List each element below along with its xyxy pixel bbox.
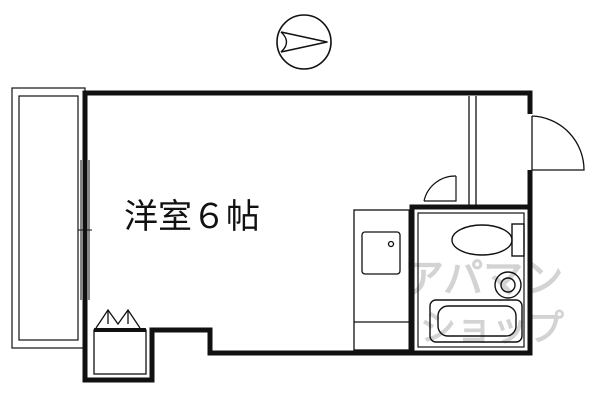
entry-closet: [468, 96, 477, 207]
entrance-door: [527, 114, 585, 171]
north-arrow-compass-icon: [276, 14, 332, 70]
sink-icon: [361, 231, 401, 275]
watermark-logo: アパマン ショップ: [404, 256, 564, 349]
kitchen-counter: [353, 209, 412, 353]
bathtub-icon: [429, 299, 523, 343]
watermark-line1: アパマン: [404, 256, 563, 302]
exterior-wall: [82, 90, 533, 383]
toilet-icon: [451, 223, 525, 257]
washbasin-icon: [494, 271, 522, 299]
storage-closet: [93, 308, 147, 375]
balcony: [11, 87, 86, 349]
watermark-line2: ショップ: [420, 308, 564, 349]
unit-bath: [409, 204, 533, 356]
room-label: 洋室６帖: [124, 197, 260, 237]
interior-door: [423, 175, 457, 202]
